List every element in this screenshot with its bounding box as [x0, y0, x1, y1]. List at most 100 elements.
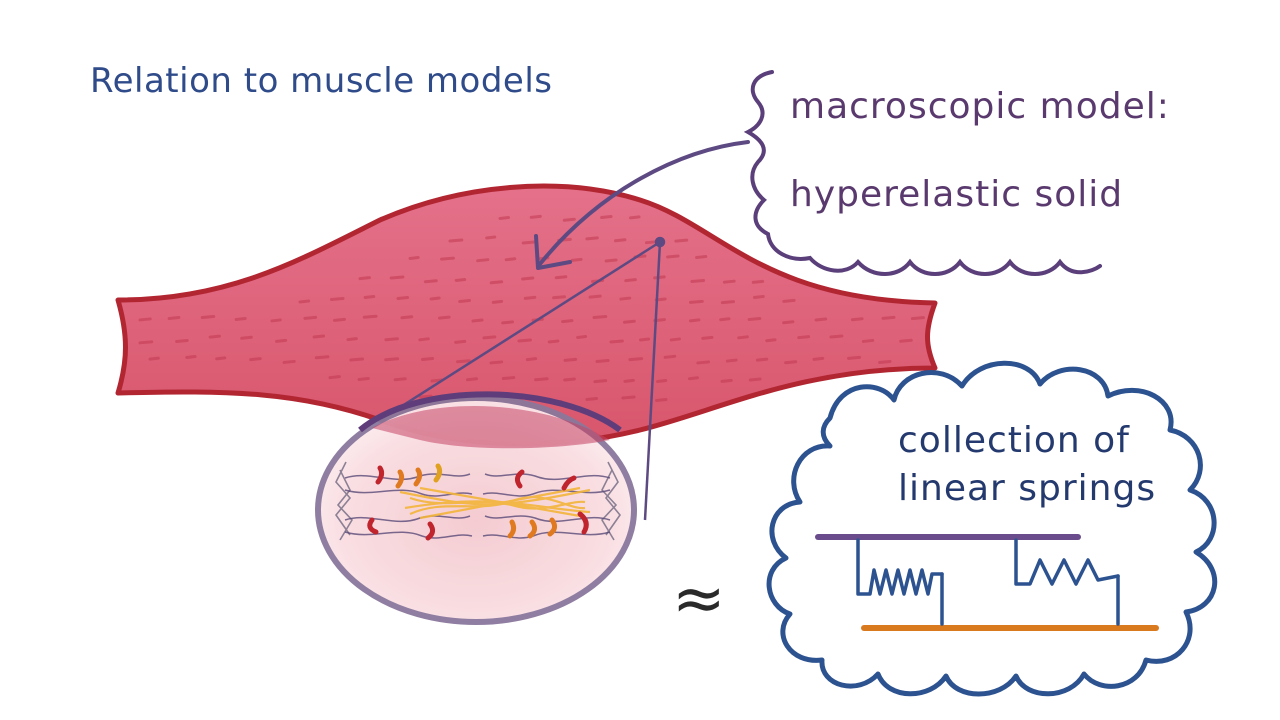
fiber-dash [562, 217, 576, 222]
fiber-dash [384, 337, 399, 342]
fiber-dash [215, 356, 227, 361]
fiber-dash [725, 358, 738, 363]
fiber-dash [720, 378, 733, 383]
fiber-dash [696, 360, 711, 365]
fiber-dash [438, 315, 451, 320]
fiber-dash [609, 339, 624, 344]
fiber-dash [498, 215, 510, 220]
fiber-dash [782, 298, 796, 303]
fiber-dash [592, 314, 608, 319]
fiber-dash [595, 359, 610, 364]
approx-symbol: ≈ [672, 562, 726, 636]
fiber-dash [328, 375, 341, 380]
fiber-dash [666, 254, 680, 259]
fiber-dash [454, 339, 467, 344]
fiber-dash [429, 296, 441, 301]
fiber-dash [655, 379, 668, 384]
fiber-dash [690, 279, 706, 284]
fiber-dash [563, 377, 576, 382]
fiber-dash [421, 356, 435, 361]
fiber-dash [400, 315, 414, 320]
fiber-dash [881, 315, 896, 320]
fiber-dash [332, 317, 346, 322]
muscle-body [115, 183, 938, 447]
fiber-dash [847, 355, 862, 360]
fiber-dash [547, 339, 560, 344]
macro-line-1: macroscopic model: [790, 86, 1170, 127]
fiber-dash [910, 316, 925, 321]
callout-bracket [743, 70, 1102, 276]
springs-line-1: collection of [898, 420, 1130, 461]
spring-1 [856, 538, 944, 596]
muscle-fiber-dashes [138, 214, 925, 405]
fiber-dash [663, 354, 677, 359]
fiber-dash [454, 278, 467, 283]
fiber-dash [687, 376, 699, 381]
fiber-dash [312, 334, 326, 339]
macro-callout: macroscopic model: hyperelastic solid [743, 70, 1170, 276]
fiber-dash [418, 337, 430, 342]
fiber-dash [765, 338, 777, 343]
fiber-dash [357, 376, 370, 381]
fiber-dash [208, 334, 221, 339]
fiber-dash [167, 315, 181, 320]
fiber-dash [430, 378, 444, 383]
fiber-dash [349, 357, 365, 362]
fiber-dash [600, 215, 613, 220]
fiber-dash [408, 255, 420, 260]
fiber-dash [525, 357, 538, 362]
fiber-dash [148, 356, 160, 361]
fiber-dash [489, 280, 504, 285]
fiber-dash [737, 335, 749, 340]
fiber-dash [719, 317, 731, 322]
fiber-dash [628, 357, 644, 362]
fiber-dash [613, 238, 627, 243]
fiber-dash [619, 296, 632, 301]
fiber-dash [628, 215, 641, 220]
fiber-dash [720, 300, 736, 305]
fiber-dash [138, 340, 154, 345]
fiber-dash [593, 379, 608, 384]
fiber-dash [674, 238, 689, 243]
fiber-dash [275, 338, 288, 343]
fiber-dash [563, 357, 578, 362]
fiber-dash [751, 279, 765, 284]
fiber-dash [585, 236, 599, 241]
fiber-dash [529, 214, 542, 219]
fiber-dash [521, 240, 537, 245]
fiber-dash [504, 257, 517, 262]
fiber-dash [303, 315, 318, 320]
fiber-dash [517, 338, 532, 343]
fiber-dash [829, 334, 844, 339]
springs-line-2: linear springs [898, 468, 1156, 509]
fiber-dash [585, 396, 599, 401]
fiber-dash [523, 295, 537, 300]
fiber-dash [688, 318, 701, 323]
fiber-dash [623, 378, 635, 383]
fiber-dash [393, 377, 407, 382]
fiber-dash [363, 295, 376, 300]
fiber-dash [638, 337, 651, 342]
fiber-dash [282, 359, 296, 364]
fiber-dash [621, 395, 636, 400]
fiber-dash [688, 299, 704, 304]
fiber-dash [899, 338, 913, 343]
fiber-dash [797, 335, 811, 340]
fiber-dash [588, 294, 602, 299]
fiber-dash [534, 377, 549, 382]
fiber-dash [784, 360, 798, 365]
fiber-dash [175, 338, 189, 343]
page-title: Relation to muscle models [90, 61, 553, 101]
fiber-dash [701, 335, 714, 340]
fiber-dash [485, 235, 497, 240]
fiber-dash [418, 394, 433, 399]
fiber-dash [185, 354, 197, 359]
fiber-dash [655, 398, 668, 403]
spring-2 [1014, 538, 1120, 586]
fiber-dash [396, 296, 410, 301]
fiber-dash [476, 258, 490, 263]
fiber-dash [669, 337, 681, 342]
fiber-dash [695, 255, 708, 260]
sarcomere-illustration [334, 461, 622, 541]
fiber-dash [552, 295, 566, 300]
